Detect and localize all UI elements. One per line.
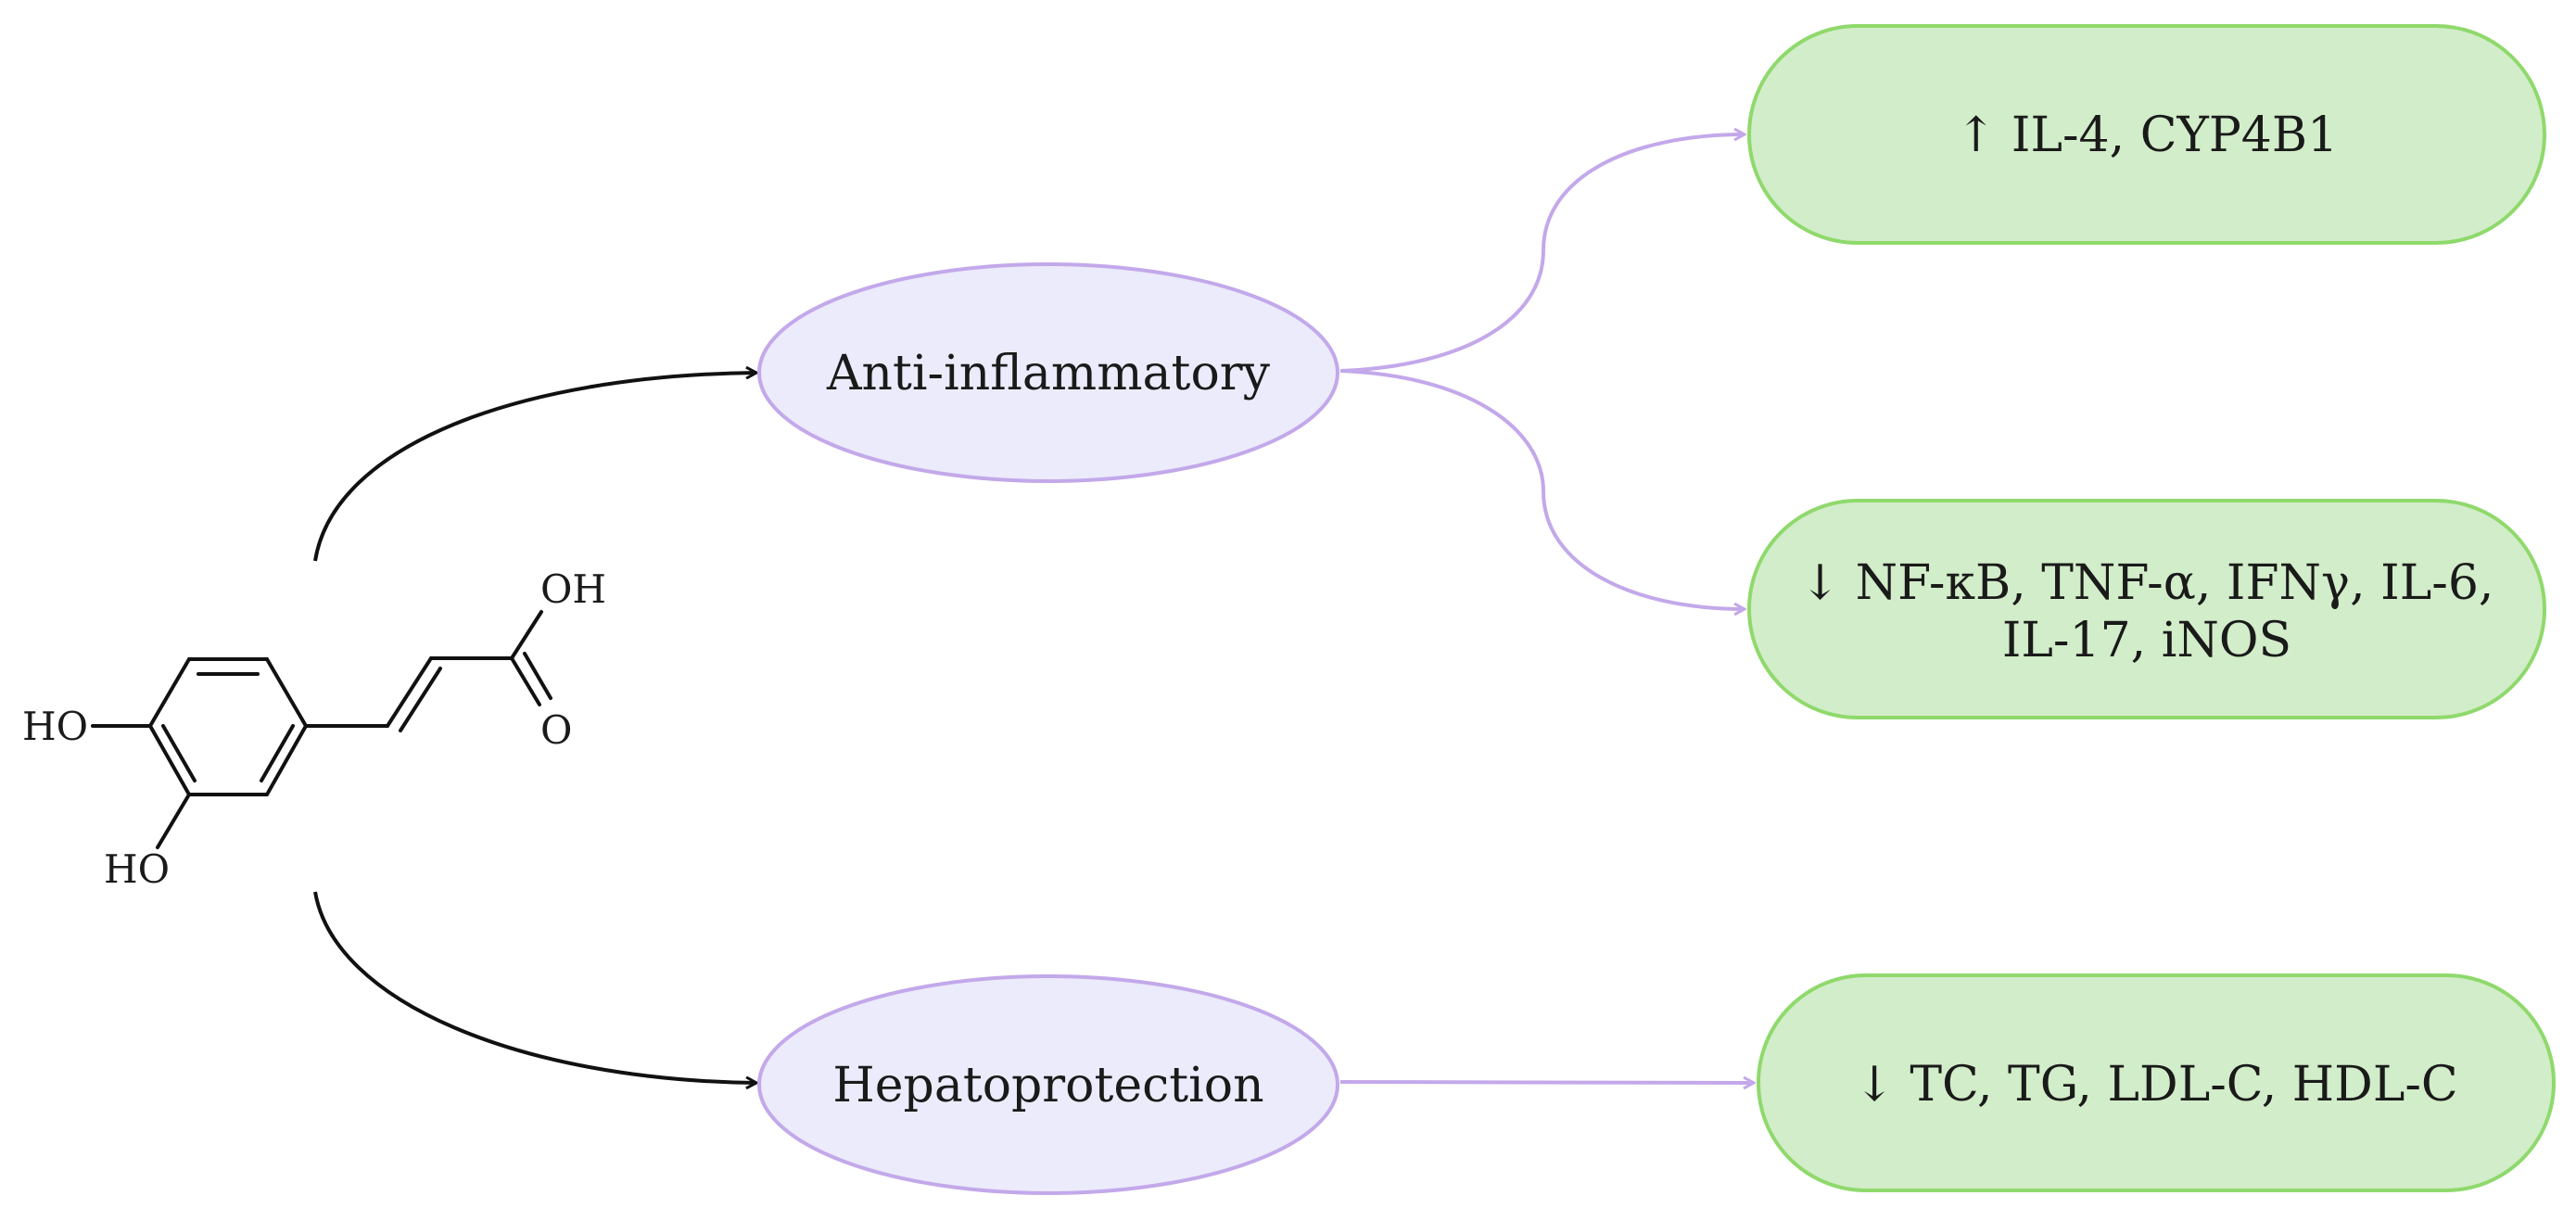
effect-anti-inflammatory: Anti-inflammatory (757, 262, 1339, 483)
bond-vinyl-double-b (399, 667, 442, 732)
outcome-decrease-cytokines: ↓ NF-κB, TNF-α, IFNγ, IL-6, IL-17, iNOS (1747, 499, 2546, 719)
bond-ho-lower (156, 793, 191, 849)
outcome-decrease-lipids-text: ↓ TC, TG, LDL-C, HDL-C (1854, 1057, 2457, 1113)
bond-carboxyl-oh (510, 610, 543, 660)
outcome-decrease-cytokines-line1: ↓ NF-κB, TNF-α, IFNγ, IL-6, (1800, 555, 2494, 611)
atom-o-carbonyl: O (540, 707, 572, 753)
bond-vinyl-double-a (386, 656, 433, 728)
atom-oh-acid: OH (540, 566, 606, 612)
arrow-anti-inflammatory-to-decrease (1339, 369, 1745, 609)
arrow-hepatoprotection-to-decrease (1339, 1082, 1754, 1083)
outcome-increase-il4-text: ↑ IL-4, CYP4B1 (1956, 108, 2338, 163)
atom-ho-upper: HO (22, 704, 88, 749)
caffeic-acid-structure: OH O HO HO (22, 566, 606, 892)
bond-carbonyl-b (523, 652, 552, 700)
benzene-ring (147, 657, 309, 796)
atom-ho-lower: HO (104, 846, 170, 892)
outcome-decrease-lipids: ↓ TC, TG, LDL-C, HDL-C (1757, 973, 2556, 1192)
effect-hepatoprotection: Hepatoprotection (757, 974, 1339, 1195)
arrow-to-anti-inflammatory (313, 373, 756, 562)
ring-double-bond-left (161, 724, 197, 782)
effect-anti-inflammatory-label: Anti-inflammatory (826, 346, 1271, 401)
effect-hepatoprotection-label: Hepatoprotection (832, 1058, 1263, 1113)
outcome-increase-il4: ↑ IL-4, CYP4B1 (1747, 24, 2546, 245)
ring-double-bond-right (260, 724, 295, 782)
bond-carbonyl-a (510, 656, 541, 706)
outcome-decrease-cytokines-line2: IL-17, iNOS (2002, 613, 2291, 668)
arrow-anti-inflammatory-to-increase (1339, 134, 1745, 373)
arrow-to-hepatoprotection (313, 891, 756, 1083)
